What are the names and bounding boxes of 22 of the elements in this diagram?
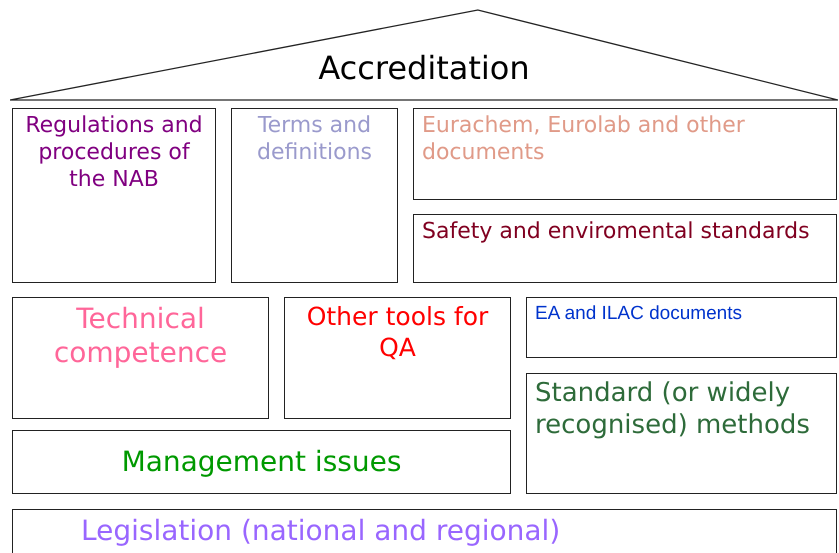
box-label: Safety and enviromental standards <box>422 219 810 246</box>
box-label: Management issues <box>122 444 402 480</box>
box-label: Terms and definitions <box>256 113 374 167</box>
box-label: Eurachem, Eurolab and other documents <box>422 113 746 167</box>
text-box <box>413 108 837 200</box>
box-label: Accreditation <box>318 49 530 89</box>
text-box <box>12 108 216 283</box>
text-box <box>12 297 269 419</box>
text-box <box>231 108 398 283</box>
text-box <box>526 373 837 494</box>
box-label: Standard (or widely recognised) methods <box>535 378 811 442</box>
box-label: Regulations and procedures of the NAB <box>24 113 204 194</box>
text-box <box>12 430 511 494</box>
roof-shape <box>10 8 838 102</box>
box-label: Other tools for QA <box>306 302 490 363</box>
box-label: Legislation (national and regional) <box>81 514 560 548</box>
box-label: Technical competence <box>52 302 228 370</box>
text-box <box>526 297 837 358</box>
text-box <box>12 509 837 553</box>
box-label: EA and ILAC documents <box>535 302 742 326</box>
text-box <box>284 297 511 419</box>
text-box <box>413 214 837 283</box>
